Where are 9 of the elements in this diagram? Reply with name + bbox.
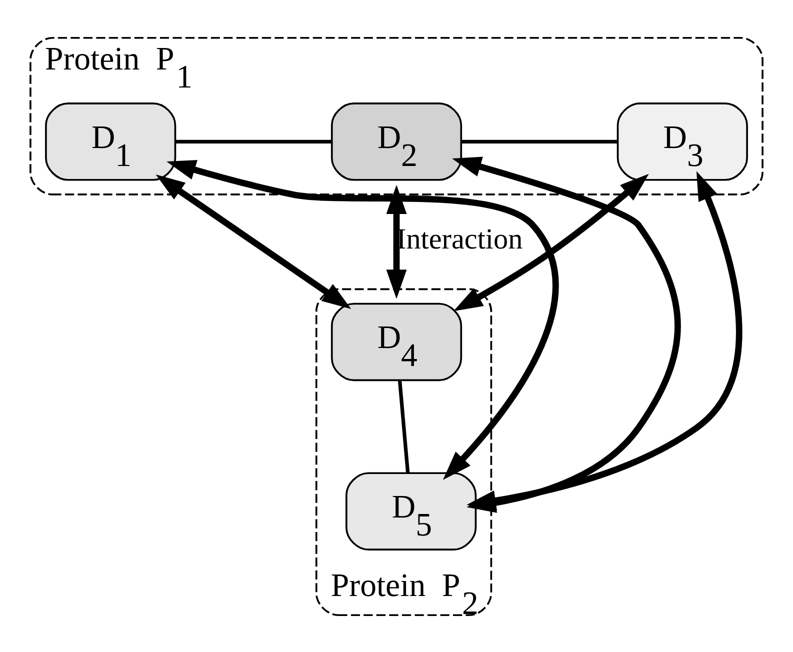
edge-label: Interaction — [396, 223, 523, 256]
arrow — [166, 159, 559, 480]
connector — [398, 380, 410, 472]
connector — [461, 139, 618, 143]
arrow — [453, 173, 649, 311]
arrow — [466, 170, 742, 510]
arrow — [386, 184, 407, 298]
arrow — [156, 174, 352, 308]
connector — [175, 139, 332, 143]
